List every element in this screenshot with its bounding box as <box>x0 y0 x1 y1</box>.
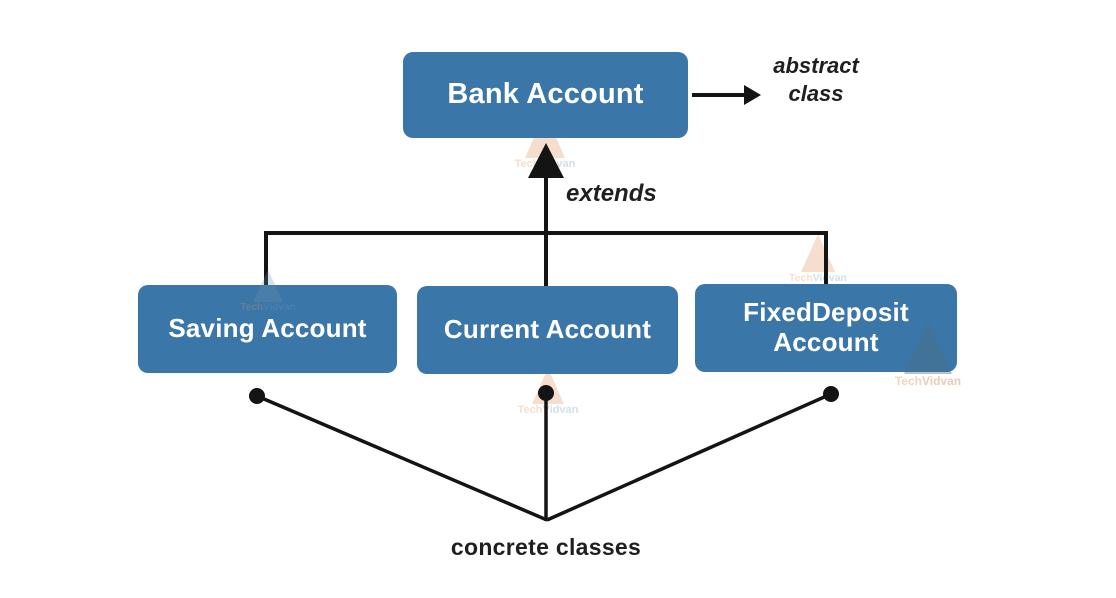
extends-arrowhead-icon <box>528 143 564 178</box>
techvidvan-watermark: TechVidvan <box>778 234 858 284</box>
node-fixeddeposit-account-label-line2: Account <box>773 327 879 357</box>
concrete-classes-label: concrete classes <box>450 534 642 560</box>
techvidvan-watermark-text: TechVidvan <box>517 404 579 416</box>
node-saving-account-label: Saving Account <box>168 313 367 344</box>
techvidvan-watermark-text: TechVidvan <box>789 272 847 284</box>
fixeddeposit-dot <box>823 386 839 402</box>
saving-converge-line <box>256 394 548 522</box>
node-bank-account-label: Bank Account <box>447 78 644 111</box>
node-fixeddeposit-account: FixedDeposit Account <box>695 284 957 372</box>
node-bank-account: Bank Account <box>403 52 688 138</box>
saving-dot <box>249 388 265 404</box>
abstract-class-annotation-line1: abstract <box>773 53 859 78</box>
extends-label: extends <box>566 180 657 207</box>
techvidvan-watermark: TechVidvan <box>508 368 588 416</box>
techvidvan-watermark-text: TechVidvan <box>514 158 576 170</box>
node-current-account-label: Current Account <box>443 314 652 345</box>
techvidvan-logo-icon <box>801 234 835 272</box>
node-saving-account: Saving Account <box>138 285 397 373</box>
current-dot <box>538 385 554 401</box>
abstract-class-annotation-line2: class <box>788 80 844 106</box>
abstract-class-annotation: abstract class <box>758 52 874 107</box>
techvidvan-watermark-text: TechVidvan <box>894 374 962 388</box>
fixeddeposit-converge-line <box>546 392 832 522</box>
node-fixeddeposit-account-label-line1: FixedDeposit <box>743 297 909 328</box>
node-current-account: Current Account <box>417 286 678 374</box>
